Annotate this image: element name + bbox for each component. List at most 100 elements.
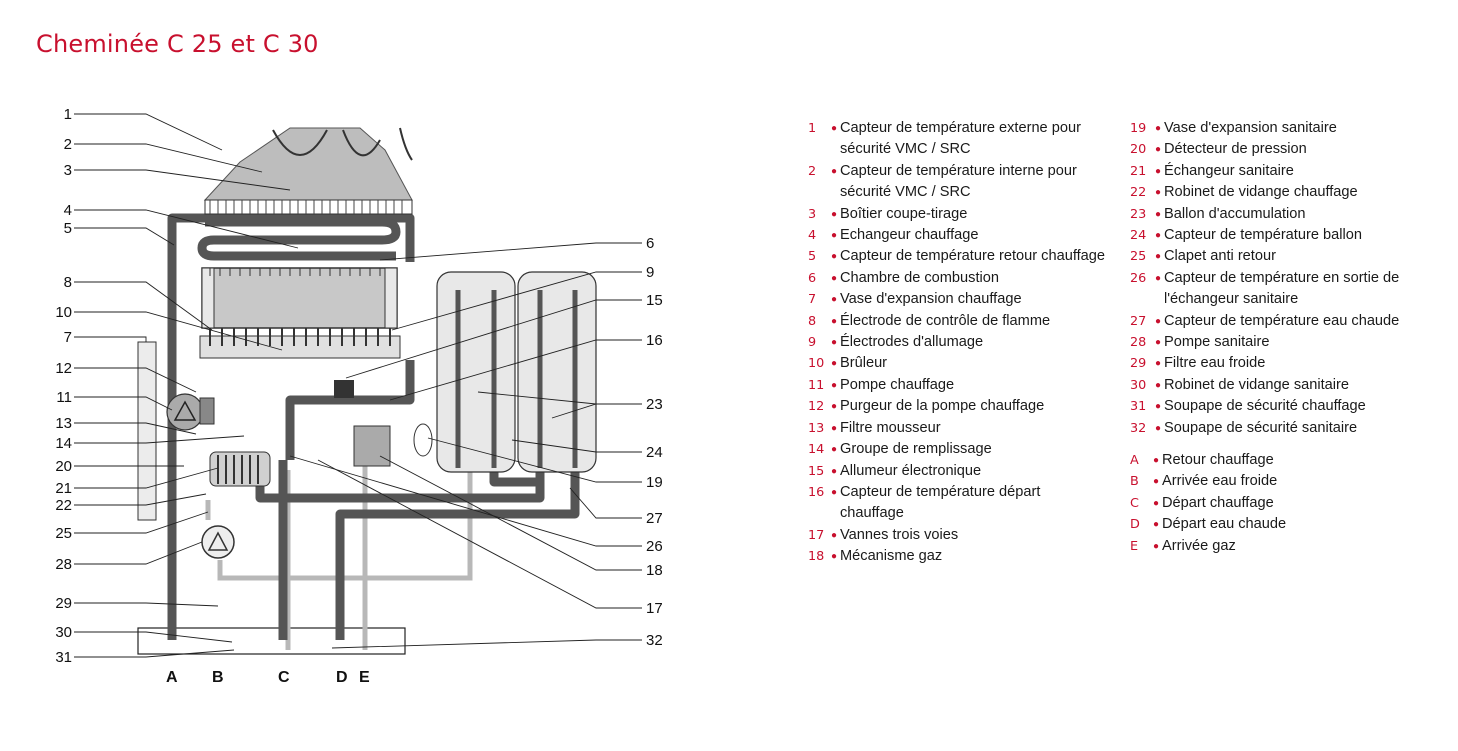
legend-item-30: 30●Robinet de vidange sanitaire [1130,375,1440,396]
callout-12: 12 [55,360,72,377]
legend-number: 31 [1130,399,1147,415]
bullet-icon: ● [830,230,838,242]
legend-item-e: E●Arrivée gaz [1130,536,1330,557]
legend-item-23: 23●Ballon d'accumulation [1130,204,1440,225]
legend-item-1: 1●Capteur de température externe pour sé… [808,118,1108,161]
legend-number: 20 [1130,142,1147,158]
legend-number: 32 [1130,420,1147,436]
legend-text: Brûleur [840,355,888,372]
letter-d: D [336,669,348,686]
burner [199,328,401,359]
callout-27: 27 [646,510,663,527]
legend-text: Capteur de température interne pour sécu… [840,162,1077,201]
legend-number: 18 [808,549,825,565]
legend-number: 25 [1130,249,1147,265]
callout-28: 28 [55,556,72,573]
callout-6: 6 [646,235,654,252]
letter-e: E [359,669,370,686]
legend-text: Vannes trois voies [840,526,959,543]
legend-item-18: 18●Mécanisme gaz [808,546,1108,567]
bullet-icon: ● [1154,379,1162,391]
bullet-icon: ● [1152,497,1160,509]
callout-18: 18 [646,562,663,579]
legend-item-26: 26 ●Capteur de température en sortie de l… [1130,268,1440,311]
base-frame [137,627,406,655]
callout-lines-right [289,242,642,649]
legend-number: 21 [1130,163,1147,179]
legend-number: 5 [808,249,817,265]
heating-pump [166,393,215,431]
bullet-icon: ● [1154,272,1162,284]
callout-26: 26 [646,538,663,555]
combustion-chamber [201,267,398,329]
legend-text: Clapet anti retour [1164,248,1276,265]
legend-text: Capteur de température en sortie de l'éc… [1164,269,1400,308]
legend-text: Électrodes d'allumage [840,334,984,351]
callout-11: 11 [56,389,72,406]
gas-valve [353,425,391,467]
legend-text: Groupe de remplissage [840,441,992,458]
legend-item-27: 27●Capteur de température eau chaude [1130,311,1440,332]
callout-31: 31 [55,649,72,666]
legend-item-25: 25●Clapet anti retour [1130,246,1440,267]
legend-item-2: 2●Capteur de température interne pour sé… [808,161,1108,204]
right-callout-numbers: 6 9 15 16 23 24 19 27 26 18 17 32 [646,235,663,649]
bullet-icon: ● [1154,422,1162,434]
bullet-icon: ● [830,208,838,220]
legend-number: 27 [1130,313,1147,329]
bullet-icon: ● [1152,519,1160,531]
callout-14: 14 [55,435,72,452]
legend-column-1: 1●Capteur de température externe pour sé… [808,118,1108,568]
legend-number: 28 [1130,335,1147,351]
callout-13: 13 [55,415,72,432]
legend-text: Capteur de température ballon [1164,227,1362,244]
callout-3: 3 [64,162,72,179]
bullet-icon: ● [1154,165,1162,177]
bullet-icon: ● [1154,208,1162,220]
legend-number: 1 [808,121,817,136]
legend-text: Vase d'expansion sanitaire [1164,120,1337,136]
bullet-icon: ● [830,422,838,434]
bullet-icon: ● [1154,123,1162,134]
bullet-icon: ● [830,465,838,477]
legend-text: Filtre mousseur [840,419,941,436]
legend-item-12: 12●Purgeur de la pompe chauffage [808,396,1108,417]
callout-4: 4 [64,202,72,219]
legend-item-28: 28●Pompe sanitaire [1130,332,1440,353]
legend-item-8: 8●Électrode de contrôle de flamme [808,311,1108,332]
legend-item-17: 17●Vannes trois voies [808,525,1108,546]
legend-number: 9 [808,335,817,351]
legend-text: Ballon d'accumulation [1164,205,1306,222]
letter-c: C [278,669,290,686]
callout-24: 24 [646,444,663,461]
legend-text: Soupape de sécurité sanitaire [1164,419,1358,436]
legend-number: 2 [808,163,817,179]
callout-5: 5 [64,220,72,237]
legend-number: 4 [808,228,817,244]
callout-1: 1 [64,106,72,123]
bullet-icon: ● [1154,144,1162,156]
legend-text: Capteur de température départ chauffage [840,483,1041,522]
legend-number: C [1130,495,1139,511]
legend-number: 26 [1130,270,1147,286]
bullet-icon: ● [830,551,838,563]
legend-text: Chambre de combustion [840,269,999,286]
legend-number: 3 [808,206,817,222]
legend-item-13: 13●Filtre mousseur [808,418,1108,439]
boiler-diagram: 1 2 3 4 5 8 10 7 12 11 13 14 20 21 22 25… [55,106,663,686]
page-title: Cheminée C 25 et C 30 [36,30,319,58]
legend-number: 6 [808,270,817,286]
callout-17: 17 [646,600,663,617]
expansion-vessel [137,341,157,521]
legend-text: Électrode de contrôle de flamme [840,312,1051,329]
legend-text: Boîtier coupe-tirage [840,205,968,222]
legend-number: 12 [808,399,825,415]
bullet-icon: ● [1154,401,1162,413]
callout-16: 16 [646,332,663,349]
legend-text: Pompe sanitaire [1164,334,1270,351]
callout-9: 9 [646,264,654,281]
legend-number: B [1130,474,1139,490]
letter-a: A [166,669,178,686]
bullet-icon: ● [830,379,838,391]
